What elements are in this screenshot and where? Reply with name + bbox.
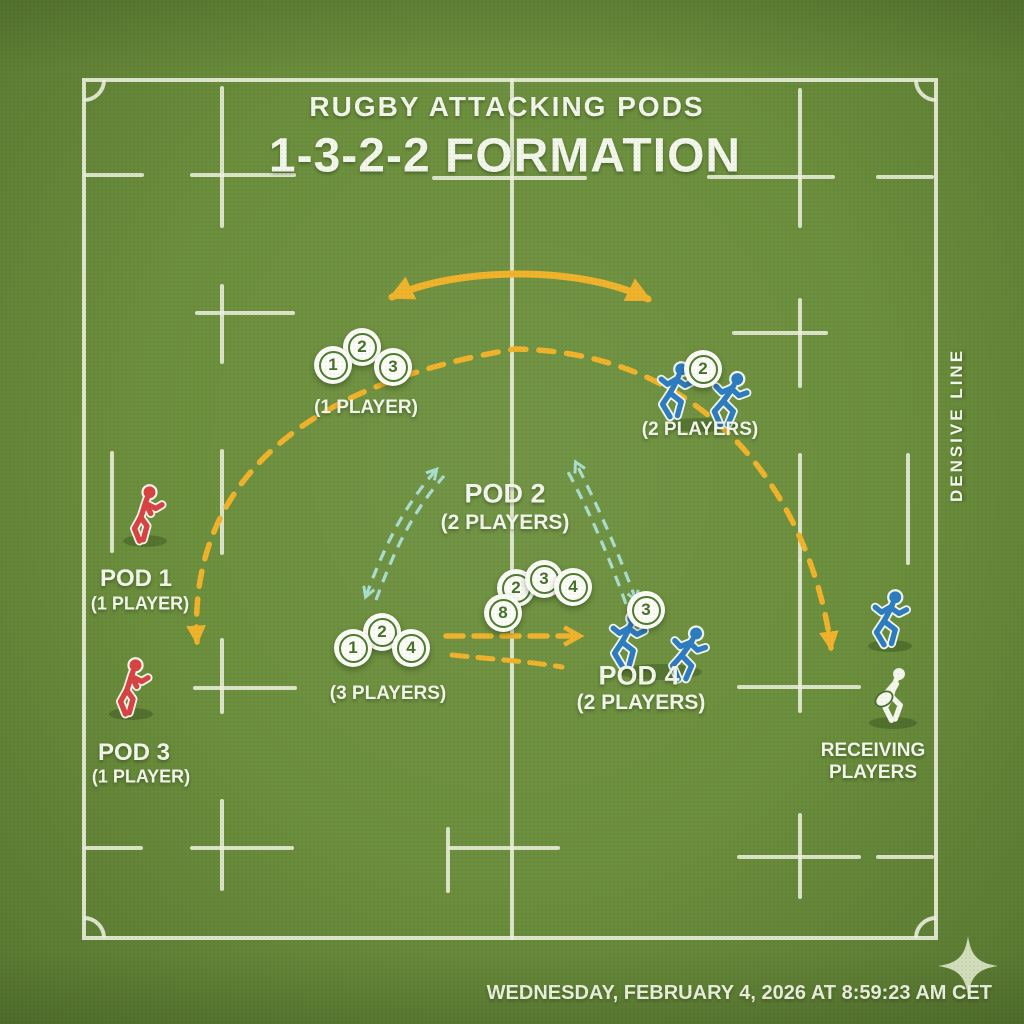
red-player-pod3-figure xyxy=(121,665,149,714)
field-line xyxy=(707,175,835,179)
field-line xyxy=(220,799,224,891)
field-line xyxy=(220,449,224,555)
player-number-badge: 1 xyxy=(334,629,372,667)
switch-play-arrow xyxy=(388,270,652,303)
defensive-line-label: DENSIVE LINE xyxy=(947,347,966,503)
player-number-badge: 3 xyxy=(374,348,412,386)
field-line xyxy=(876,175,934,179)
red-player-pod1-figure xyxy=(135,492,163,541)
player-number-badge: 4 xyxy=(392,629,430,667)
badge-number: 1 xyxy=(318,350,348,380)
player-number-badge: 1 xyxy=(314,346,352,384)
pod4-name-label: POD 4 xyxy=(598,660,680,691)
field-line xyxy=(432,176,587,180)
rugby-ball-icon xyxy=(874,690,894,708)
field-line xyxy=(220,86,224,228)
badge-number: 3 xyxy=(378,352,408,382)
badge-number: 3 xyxy=(631,595,661,625)
field-line xyxy=(190,846,294,850)
forward-pass-dash xyxy=(449,652,565,670)
pod1-name-label: POD 1 xyxy=(99,565,173,592)
pod3-name-label: POD 3 xyxy=(97,739,171,766)
field-line xyxy=(732,331,828,335)
player-number-badge: 3 xyxy=(627,591,665,629)
blue-receiving-player-figure xyxy=(875,597,906,645)
support-run-arrows xyxy=(366,463,636,605)
halfway-line xyxy=(510,78,514,940)
field-line xyxy=(448,846,560,850)
formation-title: 1-3-2-2 FORMATION xyxy=(268,129,742,183)
sparkle-icon xyxy=(938,936,998,996)
receiving-players-label: PLAYERS xyxy=(829,762,917,783)
timestamp: WEDNESDAY, FEBRUARY 4, 2026 AT 8:59:23 A… xyxy=(486,982,992,1004)
page-title: RUGBY ATTACKING PODS xyxy=(309,91,705,122)
field-line xyxy=(193,686,297,690)
badge-number: 2 xyxy=(347,332,377,362)
badge-number: 4 xyxy=(396,633,426,663)
pod2-count-label: (2 PLAYERS) xyxy=(440,511,570,534)
badge-number: 4 xyxy=(558,572,588,602)
pod2-name-label: POD 2 xyxy=(464,478,546,509)
field-line xyxy=(906,453,910,565)
field-line xyxy=(446,827,450,893)
field-line xyxy=(195,311,295,315)
field-line xyxy=(84,846,143,850)
receiving-players-label: RECEIVING xyxy=(820,740,926,761)
badge-number: 2 xyxy=(688,354,718,384)
pod4-count-label: (2 PLAYERS) xyxy=(576,691,706,714)
field-line xyxy=(798,298,802,388)
player-number-badge: 4 xyxy=(554,568,592,606)
field-line xyxy=(798,88,802,228)
player-number-badge: 2 xyxy=(684,350,722,388)
right-pair-count-label: (2 PLAYERS) xyxy=(641,419,759,440)
field-line xyxy=(798,453,802,561)
badge-number: 8 xyxy=(488,598,518,628)
pod1-count-label: (1 PLAYER) xyxy=(90,593,190,614)
player-number-badge: 8 xyxy=(484,594,522,632)
field-line xyxy=(190,173,296,177)
corner-arcs xyxy=(83,79,937,939)
badge-number: 1 xyxy=(338,633,368,663)
field-line xyxy=(220,638,224,714)
field-line xyxy=(876,855,934,859)
wide-pass-arc-arrow xyxy=(186,346,839,652)
left-cluster-count-label: (3 PLAYERS) xyxy=(329,683,447,704)
field-line xyxy=(220,284,224,364)
field-line xyxy=(110,451,114,553)
field-line xyxy=(798,813,802,899)
field-line xyxy=(84,173,144,177)
white-player-with-ball-figure xyxy=(874,668,905,723)
pod3-count-label: (1 PLAYER) xyxy=(91,766,191,787)
top-cluster-count-label: (1 PLAYER) xyxy=(314,397,418,418)
